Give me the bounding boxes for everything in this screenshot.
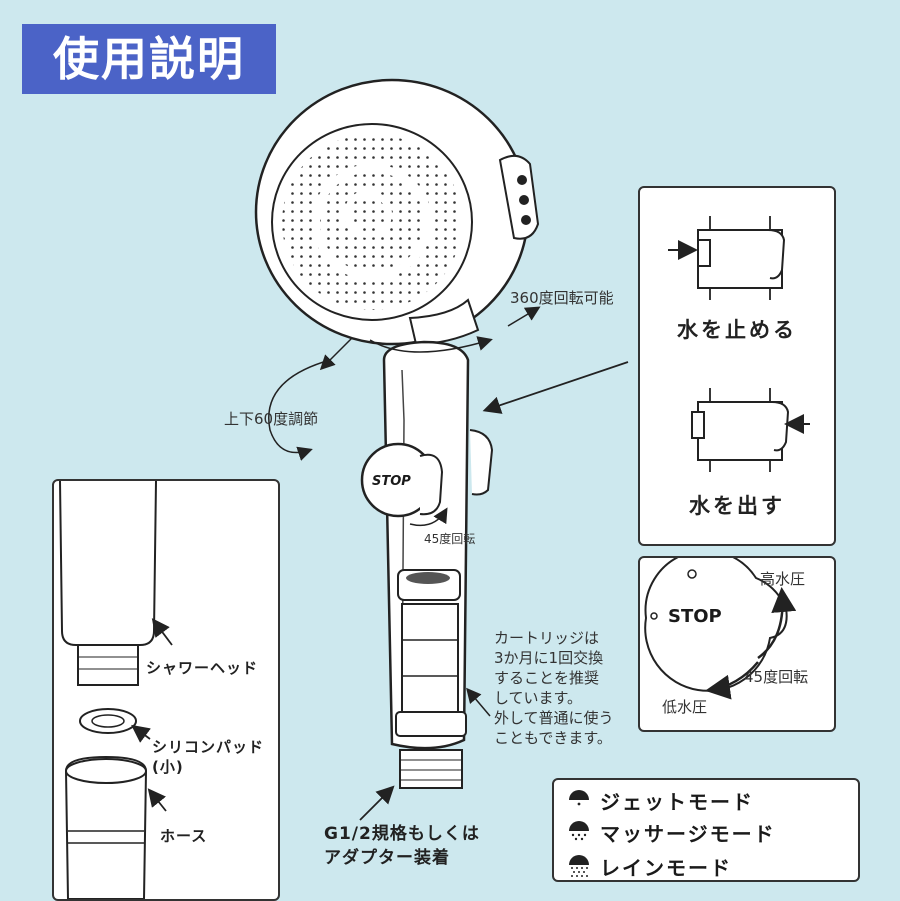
rotate-360-label: 360度回転可能 — [510, 289, 614, 307]
hose-connection-panel: シャワーヘッド シリコンパッド (小) ホース — [52, 479, 280, 901]
stop-water-caption: 水を止める — [677, 318, 797, 342]
silicone-pad-label: シリコンパッド (小) — [152, 738, 265, 776]
mode-rain: レインモード — [569, 852, 732, 881]
page-title: 使用説明 — [22, 24, 276, 94]
massage-mode-icon — [569, 821, 589, 841]
shower-handle — [360, 340, 494, 789]
mode-massage: マッサージモード — [569, 818, 776, 847]
mode-jet: ジェットモード — [569, 786, 754, 815]
pressure-stop-label: STOP — [668, 606, 722, 627]
rain-mode-icon — [569, 855, 589, 877]
cartridge-note: カートリッジは 3か月に1回交換 することを推奨 しています。 外して普通に使う… — [494, 629, 614, 747]
tilt-60-label: 上下60度調節 — [224, 410, 319, 428]
rotate-45-small-label: 45度回転 — [424, 532, 476, 546]
main-stop-label: STOP — [372, 474, 411, 489]
start-water-caption: 水を出す — [689, 494, 785, 518]
shower-head-label: シャワーヘッド — [146, 659, 259, 677]
mode-panel: ジェットモード マッサージモード レインモード — [552, 778, 860, 882]
water-switch-panel: 水を止める 水を出す — [638, 186, 836, 546]
jet-mode-icon — [569, 790, 589, 806]
hose-label: ホース — [160, 827, 208, 845]
pressure-panel: STOP 高水圧 45度回転 低水圧 — [638, 556, 836, 732]
high-pressure-label: 高水圧 — [760, 570, 806, 588]
g12-label: G1/2規格もしくは アダプター装着 — [324, 824, 480, 868]
low-pressure-label: 低水圧 — [662, 698, 708, 716]
pressure-rotate-label: 45度回転 — [744, 668, 809, 686]
shower-head — [254, 78, 540, 346]
